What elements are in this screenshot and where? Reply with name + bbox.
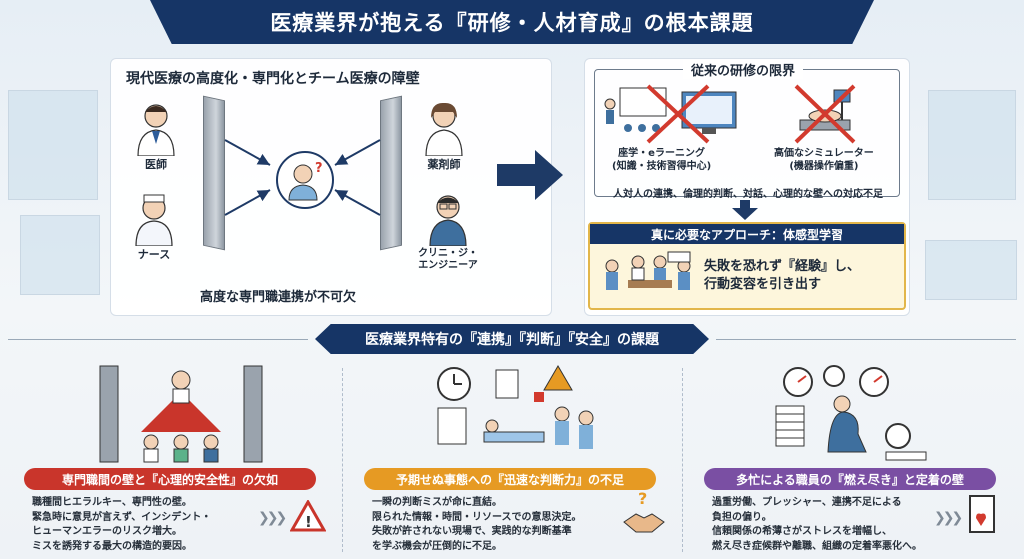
column-heading-burnout: 多忙による職員の『燃え尽き』と定着の壁 [704,468,996,490]
column-body-burnout: 過重労働、プレッシャー、連携不足による 負担の偏り。 信頼関係の希薄さがストレス… [712,496,922,554]
doctor-figure: 医師 [135,100,177,171]
column-line: ミスを誘発する最大の構造的要因。 [32,540,192,552]
engineer-icon [429,195,467,246]
engineer-figure: クリニ・ジ・ エンジニーア [418,190,478,272]
column-line: 負担の偏り。 [712,511,772,523]
column-body-psych-safety: 職種間ヒエラルキー、専門性の壁。 緊急時に意見が言えず、インシデント・ ヒューマ… [32,496,211,554]
column-psych-safety: 専門職間の壁と『心理的安全性』の欠如 職種間ヒエラルキー、専門性の壁。 緊急時に… [10,360,330,559]
section-divider-left [8,339,308,340]
page-title: 医療業界が抱える『研修・人材育成』の根本課題 [150,0,874,44]
column-line: 燃え尽き症候群や離職、組織の定着率悪化へ。 [712,540,922,552]
nurse-figure: ナース [133,190,175,261]
confused-person-icon: ? [276,151,334,209]
conventional-training-box: 従来の研修の限界 [594,60,900,197]
emergency-scene-icon [437,365,594,449]
training-shortfall-note: 人対人の連携、倫理的判断、対話、心理的な壁への対応不足 [613,189,883,200]
simulator-label: 高価なシミュレーター (機器操作偏重) [774,148,874,172]
confused-patient-figure: ? [275,150,335,214]
handshake-question-icon: ? [623,489,665,533]
team-barrier-heading: 現代医療の高度化・専門化とチーム医療の障壁 [126,71,420,87]
column-line: 限られた情報・時間・リソースでの意思決定。 [372,511,582,523]
warning-icon: ! [290,500,326,532]
column-divider-2 [682,368,683,552]
role-label-doctor: 医師 [145,158,167,171]
doctor-icon [137,104,175,156]
background-window-right [928,90,1016,200]
team-discussion-icon [605,251,691,290]
column-divider-1 [342,368,343,552]
column-heading-psych-safety: 専門職間の壁と『心理的安全性』の欠如 [24,468,316,490]
column-line: 過重労働、プレッシャー、連携不足による [712,497,902,508]
overworked-staff-icon [775,365,927,461]
section-title: 医療業界特有の『連携』『判断』『安全』の課題 [315,324,709,354]
approach-text-line2: 行動変容を引き出す [704,277,822,293]
pharmacist-figure: 薬剤師 [423,100,465,171]
svg-text:?: ? [638,489,647,508]
background-window-left [8,90,98,200]
nurse-icon [135,194,173,246]
hierarchy-wall-icon [99,365,263,463]
svg-text:?: ? [315,161,323,176]
simulator-icon [794,84,856,144]
chevron-right-icon: ❯❯❯ [258,510,287,526]
column-line: 職種間ヒエラルキー、専門性の壁。 [32,497,192,508]
elearning-classroom-icon [604,84,737,144]
column-line: 信頼関係の希薄さがストレスを増幅し、 [712,526,892,537]
chevron-right-icon: ❯❯❯ [934,510,963,526]
svg-text:!: ! [305,513,312,531]
column-line: を学ぶ機会が圧倒的に不足。 [372,540,502,552]
column-line: ヒューマンエラーのリスク増大。 [32,526,182,537]
elearning-label: 座学・eラーニング (知識・技術習得中心) [612,148,712,172]
column-rapid-judgment: 予期せぬ事態への『迅速な判断力』の不足 一瞬の判断ミスが命に直結。 限られた情報… [350,360,670,559]
conventional-training-heading: 従来の研修の限界 [683,60,804,79]
exit-door-broken-heart-icon [969,495,995,533]
approach-text-line1: 失敗を恐れず『経験』し、 [704,259,861,274]
column-line: 一瞬の判断ミスが命に直結。 [372,497,502,508]
column-body-rapid-judgment: 一瞬の判断ミスが命に直結。 限られた情報・時間・リソースでの意思決定。 失敗が許… [372,496,582,554]
role-label-nurse: ナース [137,248,171,261]
arrow-down-icon [732,200,758,220]
column-burnout: 多忙による職員の『燃え尽き』と定着の壁 過重労働、プレッシャー、連携不足による … [690,360,1010,559]
experiential-learning-box: 真に必要なアプローチ：体感型学習 失敗を恐れず『経験』し、 行動変容を引き出す [588,222,906,310]
arrow-right-icon [497,150,563,200]
background-cabinet-left [20,215,100,295]
approach-text: 失敗を恐れず『経験』し、 行動変容を引き出す [704,258,860,294]
communication-arrows [224,139,381,216]
role-label-pharmacist: 薬剤師 [427,158,461,171]
role-label-clinical-engineer: クリニ・ジ・ エンジニーア [418,248,478,271]
collaboration-caption: 高度な専門職連携が不可欠 [200,290,357,305]
approach-heading: 真に必要なアプローチ：体感型学習 [590,224,904,244]
background-bed-right [925,240,1017,300]
pharmacist-icon [425,102,463,156]
column-heading-rapid-judgment: 予期せぬ事態への『迅速な判断力』の不足 [364,468,656,490]
column-line: 緊急時に意見が言えず、インシデント・ [32,511,212,523]
column-line: 失敗が許されない現場で、実践的な判断基準 [372,526,572,537]
section-divider-right [716,339,1016,340]
